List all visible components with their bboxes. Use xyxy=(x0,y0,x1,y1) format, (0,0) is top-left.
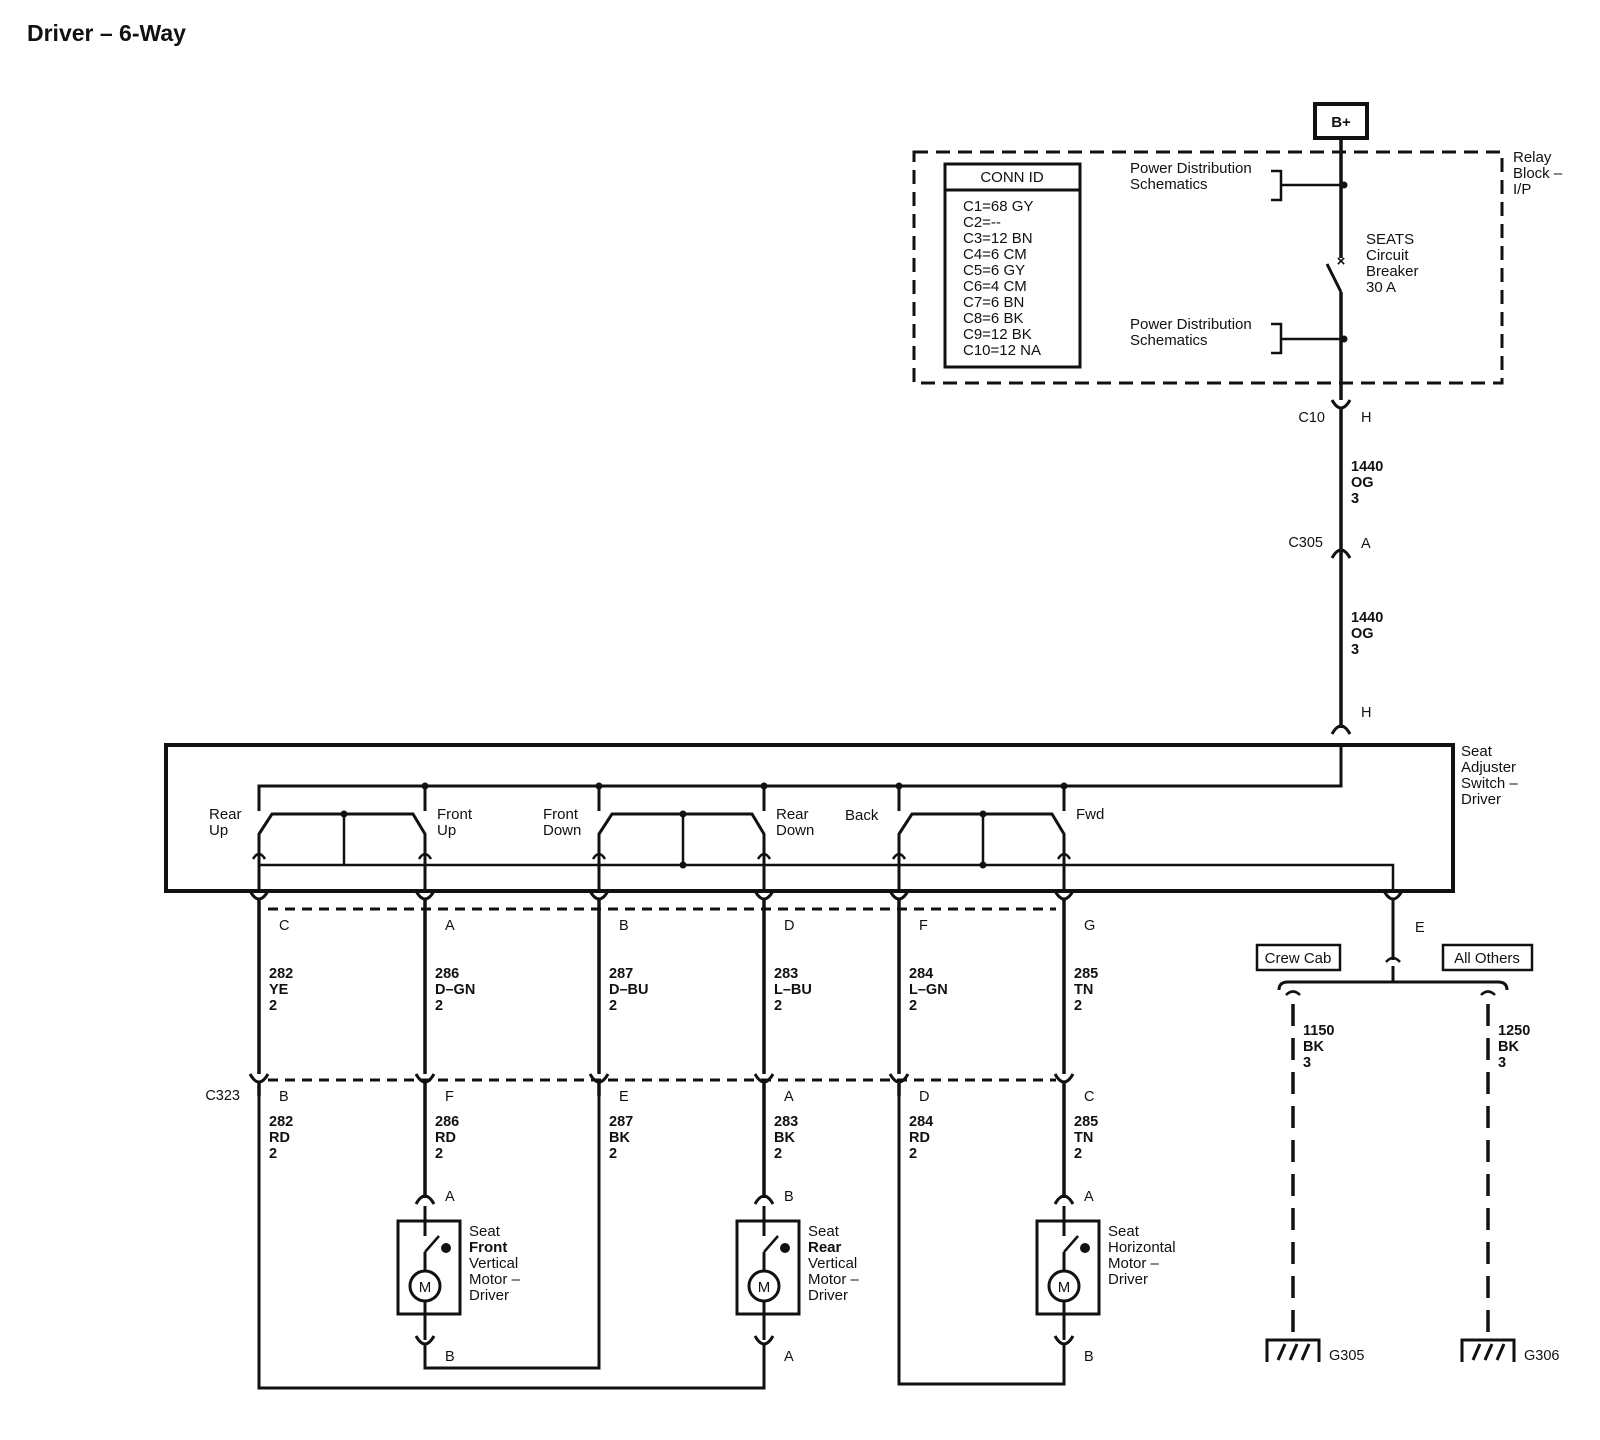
ground-wire-1250-label: 1250 BK 3 xyxy=(1498,1023,1534,1071)
ground-g306-label: G306 xyxy=(1524,1348,1559,1364)
seat-adjuster-switch-label: Seat Adjuster Switch – Driver xyxy=(1461,743,1522,808)
relay-block-label: Relay Block – I/P xyxy=(1513,149,1566,198)
c10-connector-symbol xyxy=(1330,399,1352,410)
power-distribution-top-bracket xyxy=(1271,169,1344,202)
seat-adjuster-switch: Seat Adjuster Switch – Driver xyxy=(164,743,1522,893)
position-front-down: Front Down xyxy=(543,806,582,839)
circuit-breaker-label: SEATS Circuit Breaker 30 A xyxy=(1366,231,1423,296)
motor-return-wiring xyxy=(257,1094,1066,1390)
position-fwd: Fwd xyxy=(1076,806,1104,823)
switch-e-pin-label: E xyxy=(1415,920,1425,936)
upper-pin-label: C xyxy=(279,918,289,934)
ground-symbol-g305 xyxy=(1265,1338,1321,1362)
lower-pin-label: B xyxy=(279,1089,289,1105)
motor-bottom-pin-label: A xyxy=(784,1349,794,1365)
position-back: Back xyxy=(845,807,879,824)
c305-connector-label: C305 xyxy=(1288,535,1323,551)
svg-text:All Others: All Others xyxy=(1454,950,1520,967)
feed-wire-1-label: 1440 OG 3 xyxy=(1351,459,1387,507)
conn-id-rows: C1=68 GY C2=-- C3=12 BN C4=6 CM C5=6 GY … xyxy=(963,198,1041,359)
svg-text:Crew Cab: Crew Cab xyxy=(1265,950,1332,967)
ground-g305-label: G305 xyxy=(1329,1348,1364,1364)
ground-symbol-g306 xyxy=(1460,1338,1516,1362)
motor-bottom-pin-label: B xyxy=(445,1349,455,1365)
power-distribution-bottom-label: Power Distribution Schematics xyxy=(1130,316,1256,349)
motor-top-pin-label: A xyxy=(1084,1189,1094,1205)
c10-connector-label: C10 xyxy=(1298,410,1325,426)
motor-top-pin-label: B xyxy=(784,1189,794,1205)
conn-id-header: CONN ID xyxy=(980,169,1044,186)
option-all-others-tag: All Others xyxy=(1441,943,1534,972)
switch-h-pin-label: H xyxy=(1361,705,1371,721)
svg-text:×: × xyxy=(1337,253,1346,270)
relay-block: Relay Block – I/P CONN ID C1=68 GY C2=--… xyxy=(912,138,1566,400)
upper-pin-label: B xyxy=(619,918,629,934)
page-title: Driver – 6-Way xyxy=(27,20,186,46)
upper-pin-label: A xyxy=(445,918,455,934)
switch-ground-bus xyxy=(259,863,1395,891)
position-rear-up: Rear Up xyxy=(209,806,246,839)
motor-symbol-label: M xyxy=(758,1279,771,1296)
upper-pin-label: F xyxy=(919,918,928,934)
switch-contact-vertical-rear-front-up xyxy=(257,812,427,865)
power-distribution-top-label: Power Distribution Schematics xyxy=(1130,160,1256,193)
motor-symbol-label: M xyxy=(419,1279,432,1296)
feed-wire-2-label: 1440 OG 3 xyxy=(1351,610,1387,658)
upper-pin-label: G xyxy=(1084,918,1095,934)
c323-connector-label: C323 xyxy=(205,1088,240,1104)
power-source-b-plus: B+ xyxy=(1313,102,1369,140)
power-source-label: B+ xyxy=(1331,114,1351,131)
motor-top-pin-label: A xyxy=(445,1189,455,1205)
conn-id-table: CONN ID C1=68 GY C2=-- C3=12 BN C4=6 CM … xyxy=(943,162,1082,369)
switch-h-connector-symbol xyxy=(1330,724,1352,735)
upper-pin-label: D xyxy=(784,918,794,934)
motor-bottom-pin-label: B xyxy=(1084,1349,1094,1365)
switch-contact-vertical-down xyxy=(597,812,766,865)
lower-pin-label: A xyxy=(784,1089,794,1105)
position-front-up: Front Up xyxy=(437,806,476,839)
power-distribution-bottom-bracket xyxy=(1271,322,1344,355)
option-crew-cab-tag: Crew Cab xyxy=(1255,943,1342,972)
ground-wire-1150-label: 1150 BK 3 xyxy=(1303,1023,1339,1071)
c305-pin-label: A xyxy=(1361,536,1371,552)
ground-branch: E Crew Cab All Others 1150 BK 3 1250 BK … xyxy=(1255,890,1559,1364)
lower-pin-label: F xyxy=(445,1089,454,1105)
switch-power-bus xyxy=(257,745,1343,811)
motor-symbol-label: M xyxy=(1058,1279,1071,1296)
lower-pin-label: E xyxy=(619,1089,629,1105)
circuit-breaker-symbol: × xyxy=(1325,138,1346,400)
feed-circuit: C10 H 1440 OG 3 C305 A 1440 OG 3 H xyxy=(1288,399,1387,735)
lower-pin-label: C xyxy=(1084,1089,1094,1105)
c10-pin-label: H xyxy=(1361,410,1371,426)
switch-contact-horizontal xyxy=(897,812,1066,865)
position-rear-down: Rear Down xyxy=(776,806,814,839)
lower-pin-label: D xyxy=(919,1089,929,1105)
c305-connector-symbol xyxy=(1330,548,1352,559)
